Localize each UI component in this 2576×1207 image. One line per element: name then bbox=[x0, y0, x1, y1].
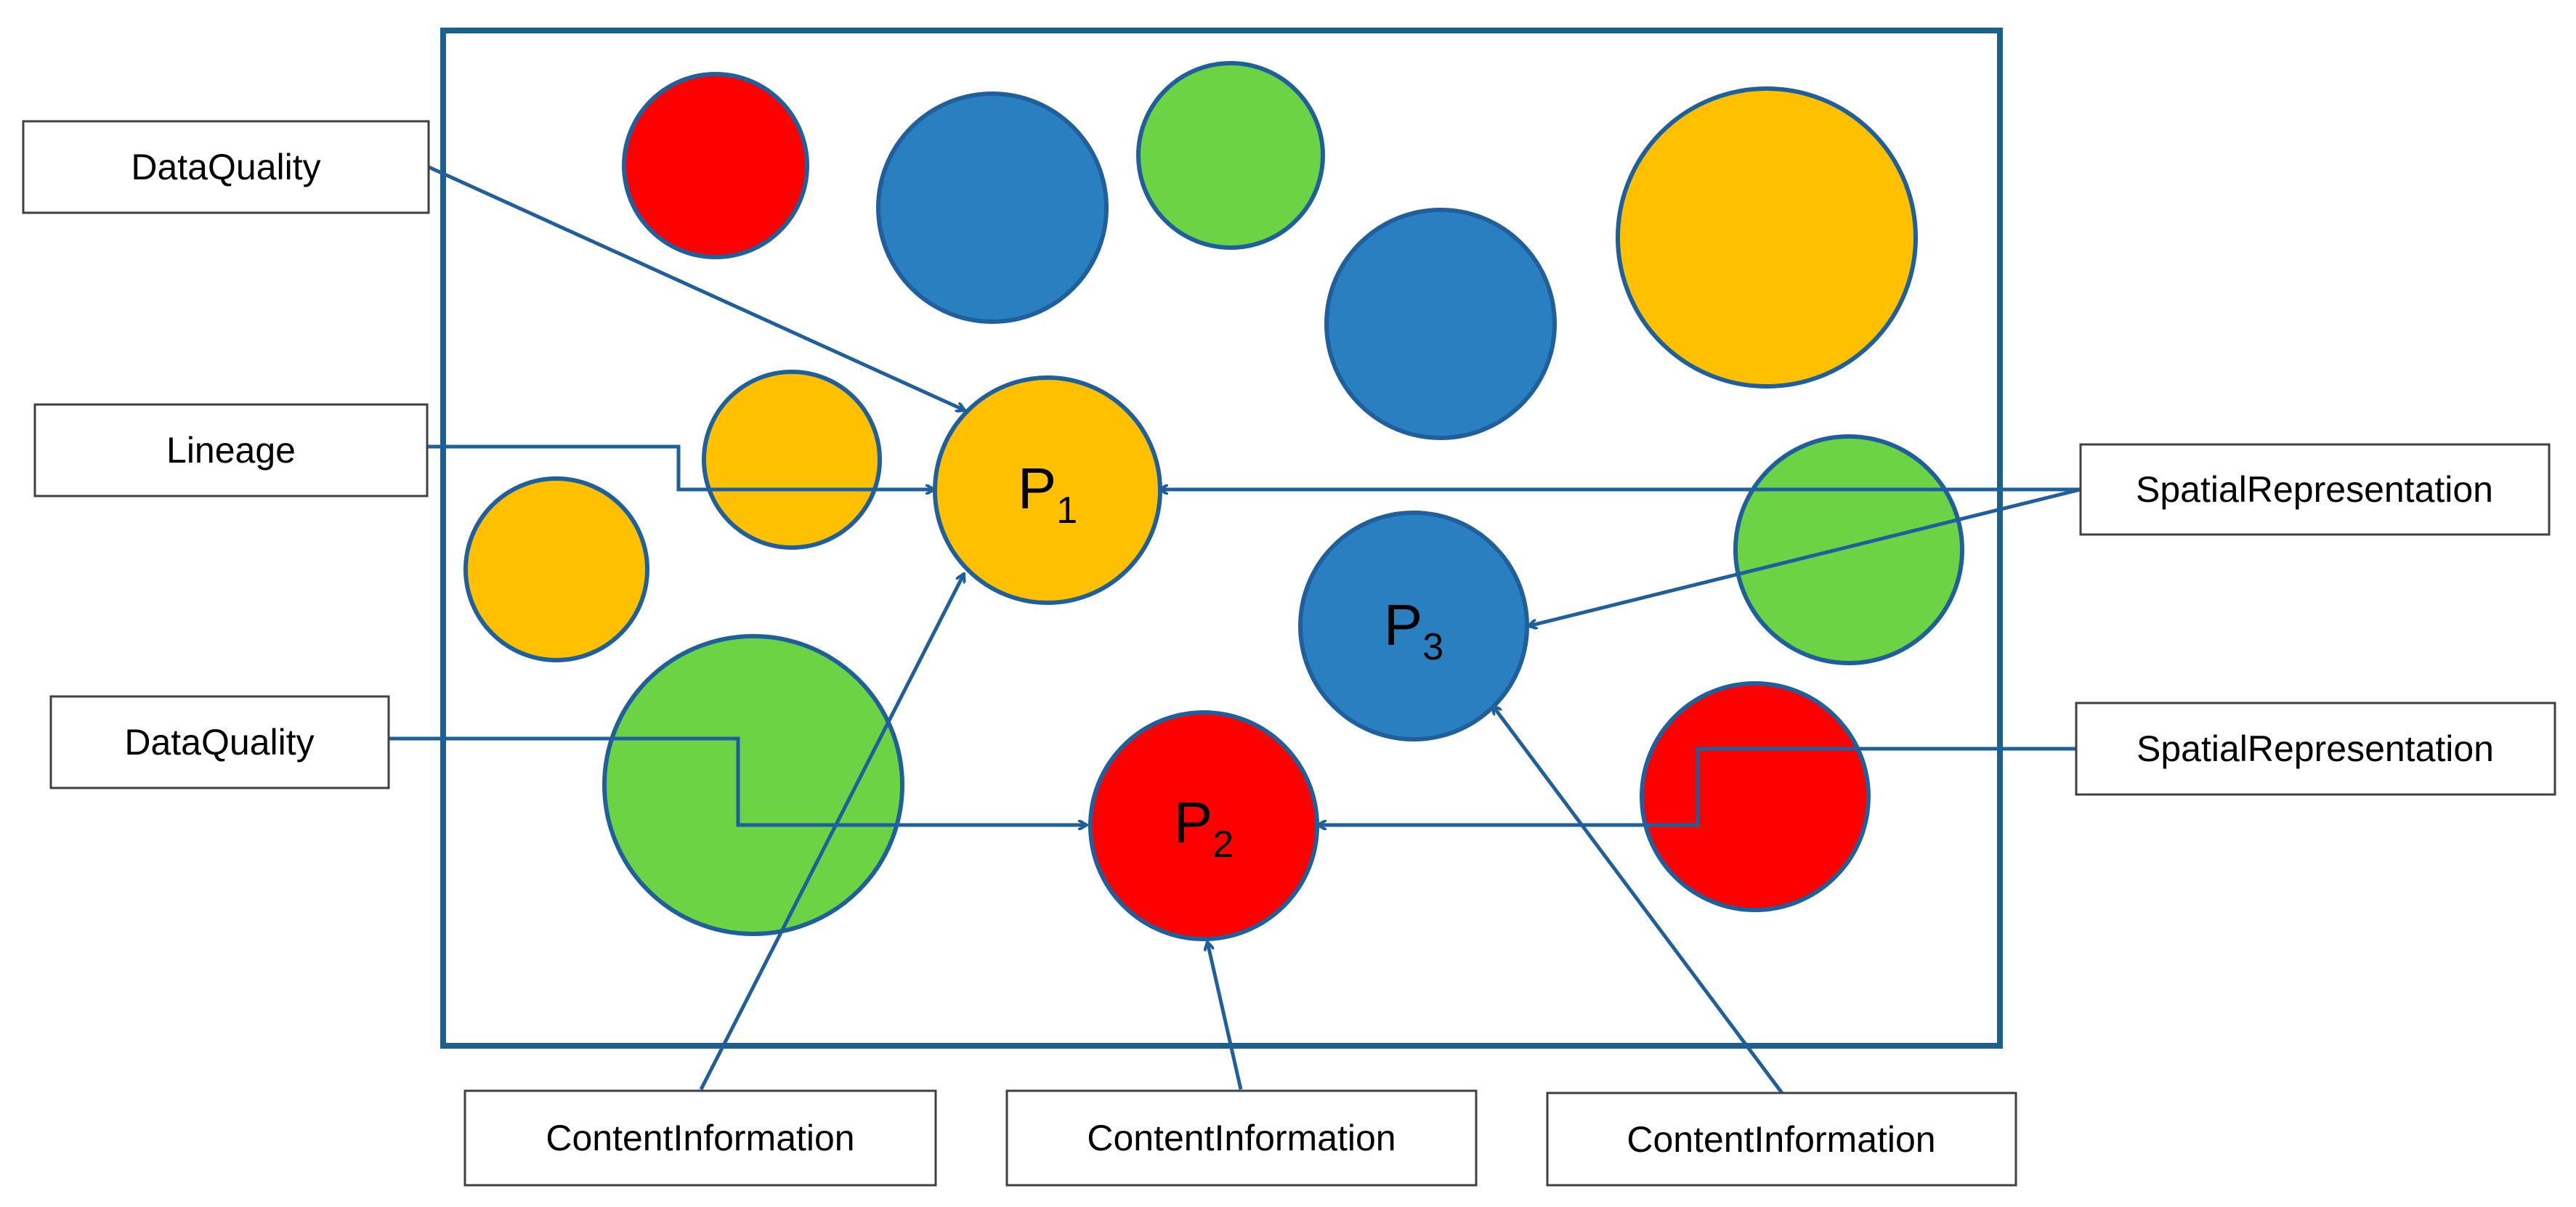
label-boxes bbox=[22, 120, 2556, 1187]
circle-yellow-large bbox=[1616, 86, 1918, 389]
circle-green-top bbox=[1136, 61, 1325, 250]
p3-label: P3 bbox=[1384, 593, 1443, 668]
circle-yellow-small-left bbox=[463, 476, 649, 662]
p1-label: P1 bbox=[1018, 456, 1077, 532]
circle-blue-top-right bbox=[1324, 208, 1557, 440]
box-content-1 bbox=[463, 1089, 937, 1187]
label-lineage: Lineage bbox=[166, 430, 296, 471]
circle-red-top-left bbox=[622, 72, 809, 259]
p2-circle bbox=[1088, 710, 1319, 941]
label-dataquality-bottom: DataQuality bbox=[124, 722, 314, 763]
p1-circle bbox=[933, 375, 1162, 605]
box-spatial-bottom bbox=[2075, 702, 2556, 796]
label-content-1: ContentInformation bbox=[546, 1118, 854, 1158]
arrow-spatial-to-p2 bbox=[1318, 747, 2076, 825]
box-spatial-top bbox=[2079, 443, 2551, 536]
label-content-2: ContentInformation bbox=[1087, 1118, 1396, 1158]
arrow-spatial-to-p3 bbox=[1528, 487, 2081, 626]
circle-green-right bbox=[1733, 434, 1964, 665]
label-dataquality-top: DataQuality bbox=[131, 147, 320, 187]
label-content-3: ContentInformation bbox=[1627, 1119, 1935, 1160]
p2-label: P2 bbox=[1174, 790, 1234, 866]
arrow-content-to-p3 bbox=[1493, 706, 1784, 1094]
node-p1: P1 bbox=[933, 375, 1162, 605]
arrow-dataquality-to-p2 bbox=[389, 736, 1087, 825]
circle-green-large bbox=[602, 634, 904, 936]
circle-yellow-small-center bbox=[702, 370, 882, 550]
box-lineage bbox=[33, 403, 429, 497]
connectors bbox=[389, 165, 2081, 1094]
background-circles bbox=[463, 61, 1964, 936]
node-p2: P2 bbox=[1088, 710, 1319, 941]
arrow-lineage-to-p1 bbox=[427, 444, 934, 489]
box-content-2 bbox=[1005, 1089, 1478, 1187]
label-spatial-top: SpatialRepresentation bbox=[2136, 469, 2493, 510]
box-content-3 bbox=[1546, 1092, 2017, 1187]
arrow-content-to-p1 bbox=[699, 574, 964, 1091]
label-spatial-bottom: SpatialRepresentation bbox=[2136, 728, 2494, 769]
p3-circle bbox=[1298, 511, 1529, 741]
box-dataquality-top bbox=[22, 120, 430, 214]
circle-blue-top-left bbox=[876, 92, 1109, 324]
node-p3: P3 bbox=[1298, 511, 1529, 741]
arrow-dataquality-to-p1 bbox=[427, 165, 965, 410]
label-texts: DataQuality Lineage DataQuality SpatialR… bbox=[124, 147, 2494, 1160]
arrow-content-to-p2 bbox=[1207, 942, 1243, 1090]
box-dataquality-bottom bbox=[49, 695, 390, 789]
circle-red-right bbox=[1640, 681, 1871, 912]
